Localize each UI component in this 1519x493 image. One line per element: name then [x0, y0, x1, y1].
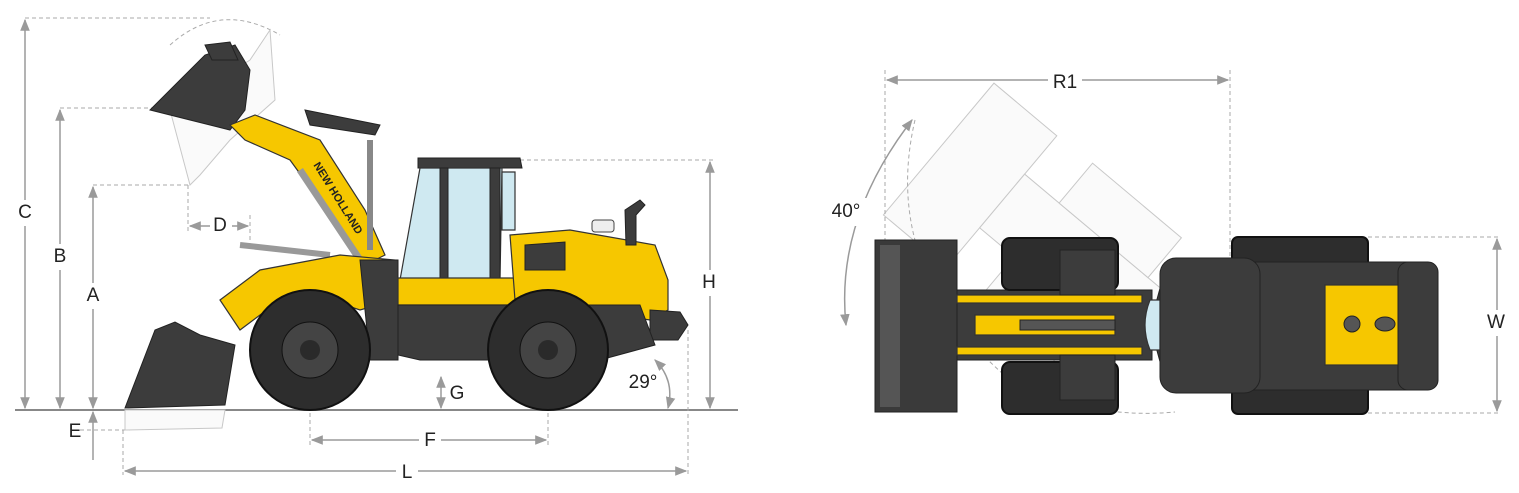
side-view: NEW HOLLAND C B [14, 17, 738, 484]
dimension-label-a: A [87, 285, 100, 306]
departure-angle-label: 29° [629, 372, 658, 393]
boom-arm: NEW HOLLAND [228, 109, 386, 266]
width-label: W [1487, 312, 1505, 333]
dimension-label-e: E [69, 421, 82, 442]
dimension-label-b: B [54, 246, 67, 267]
lowered-bucket [124, 321, 236, 431]
dimension-label-l: L [402, 462, 413, 483]
articulation-angle-label: 40° [832, 201, 861, 222]
top-view: R1 40° W [825, 70, 1510, 415]
front-frame-top [956, 237, 1153, 415]
rear-wheel [487, 289, 609, 411]
dimension-label-c: C [18, 202, 32, 223]
dimension-label-h: H [702, 272, 716, 293]
front-wheel [249, 289, 371, 411]
turning-radius-label: R1 [1053, 72, 1077, 93]
dimension-label-g: G [450, 383, 465, 404]
cab [397, 157, 523, 306]
rear-body-top [1144, 236, 1439, 415]
raised-bucket [149, 28, 276, 186]
dimension-label-f: F [424, 430, 436, 451]
articulation-joint [359, 259, 399, 361]
dimension-label-d: D [213, 215, 227, 236]
